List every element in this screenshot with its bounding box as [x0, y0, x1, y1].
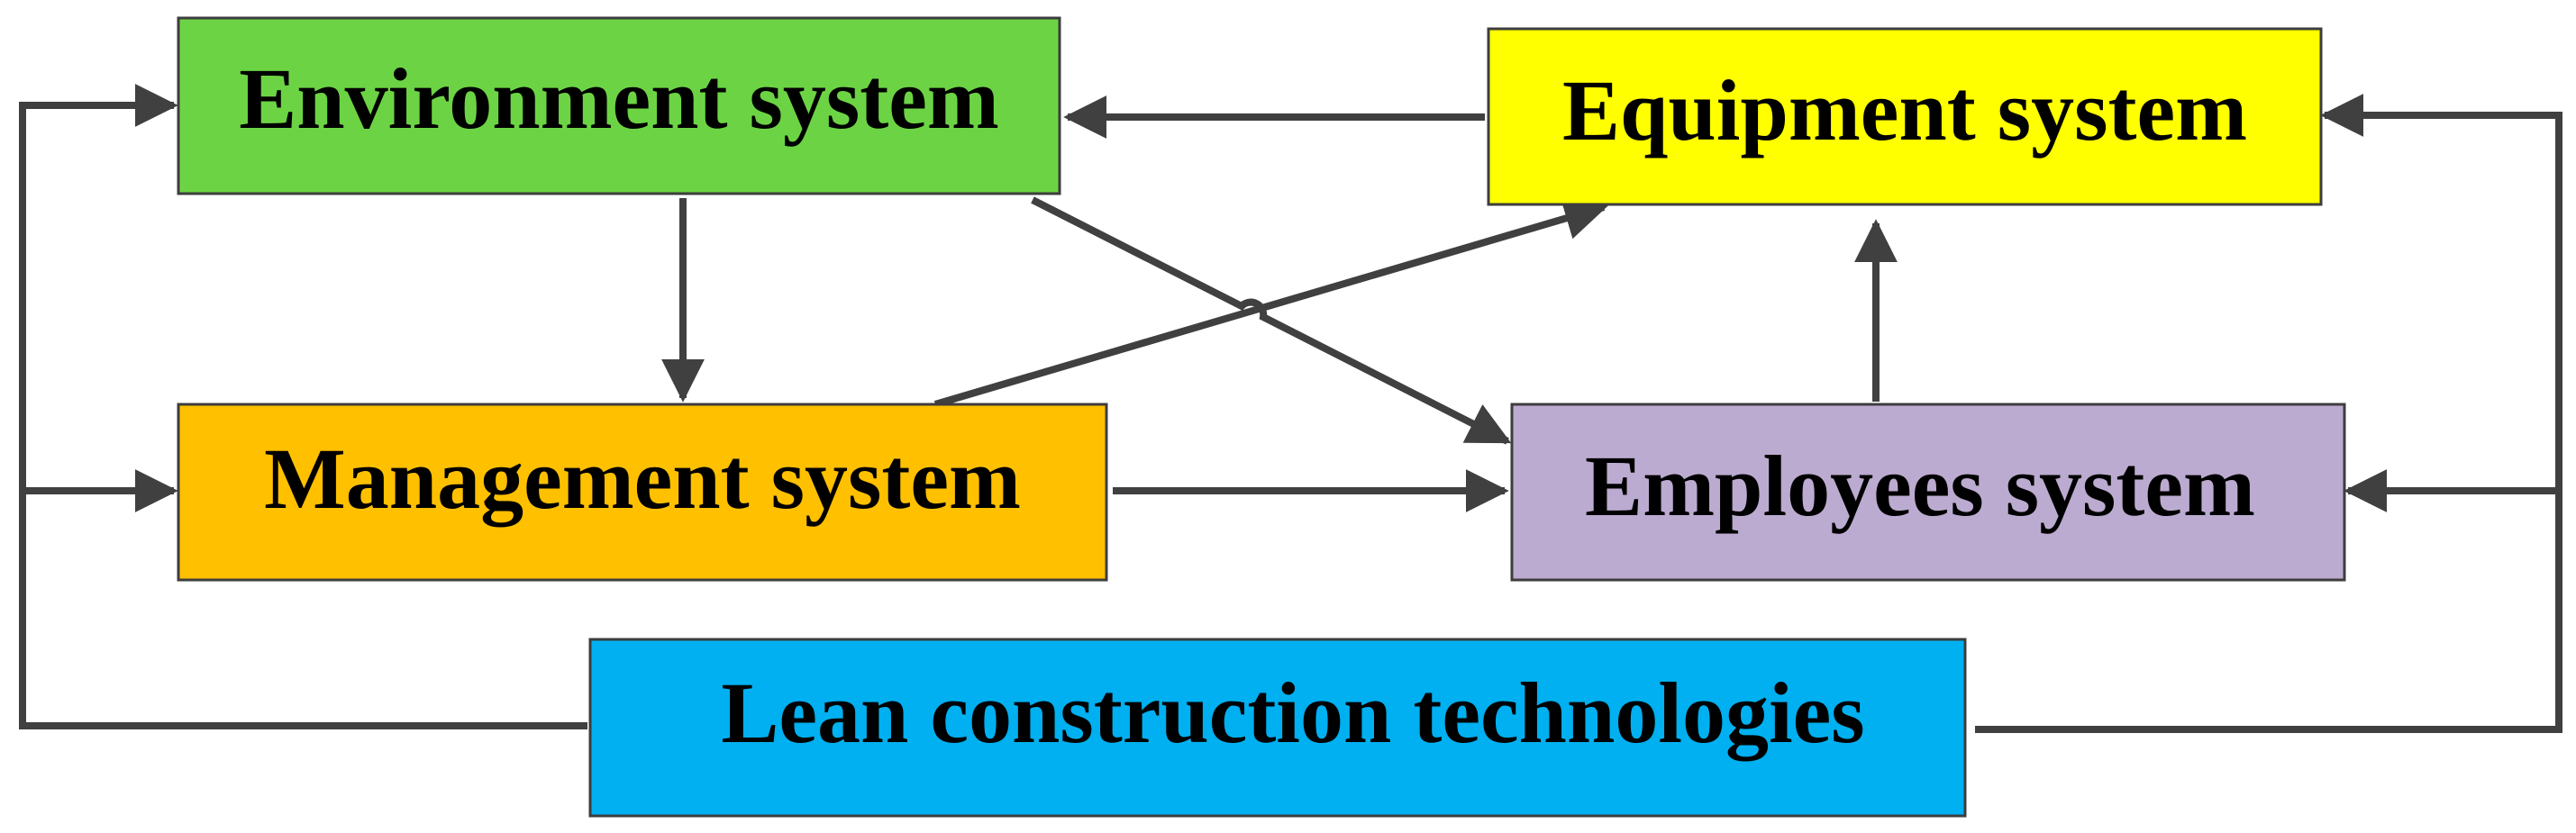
management-box [177, 403, 1108, 582]
edge-lean-to-environment [19, 84, 587, 729]
environment-label: Environment system [239, 50, 999, 147]
node-environment: Environment system [177, 16, 1061, 195]
equipment-box [1487, 27, 2323, 206]
edge-environment-to-employees [1031, 196, 1512, 445]
edge-lean-to-equipment [1975, 94, 2562, 733]
edge-management-to-equipment [933, 197, 1608, 408]
lean-box [588, 638, 1967, 818]
employees-box [1510, 403, 2346, 582]
environment-box [177, 16, 1061, 195]
node-equipment: Equipment system [1487, 27, 2323, 206]
management-label: Management system [264, 430, 1021, 527]
equipment-label: Equipment system [1562, 62, 2247, 158]
employees-label: Employees system [1585, 438, 2255, 534]
node-employees: Employees system [1510, 403, 2346, 582]
node-lean: Lean construction technologies [588, 638, 1967, 818]
node-management: Management system [177, 403, 1108, 582]
edges [19, 84, 2562, 733]
lean-label: Lean construction technologies [721, 665, 1864, 761]
